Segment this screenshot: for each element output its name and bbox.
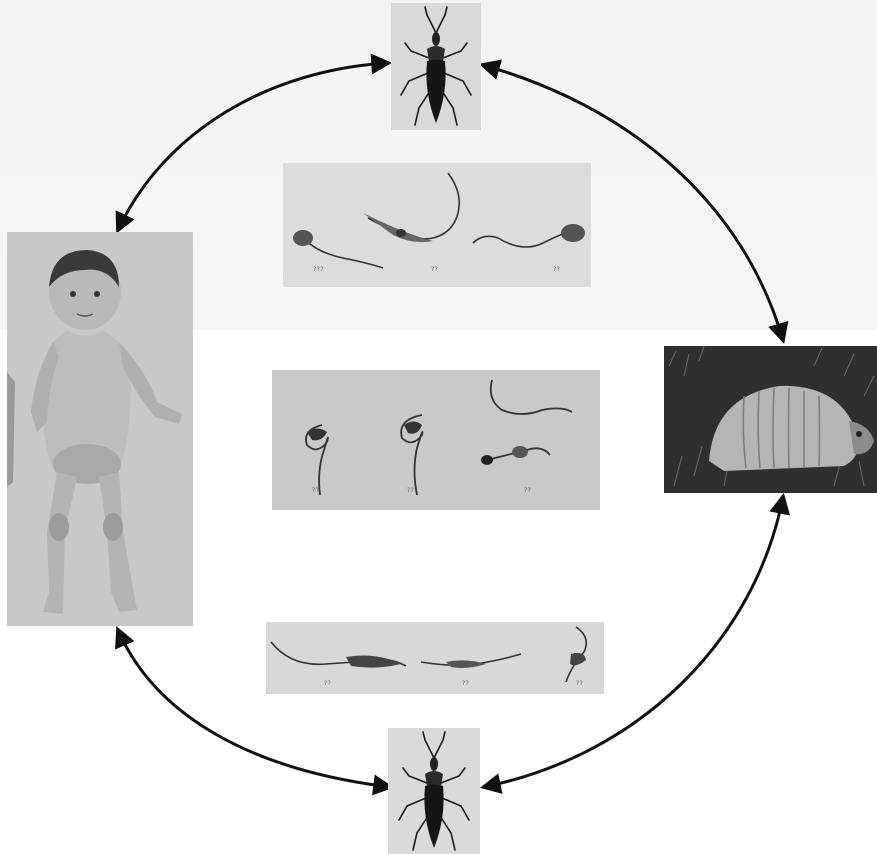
armadillo-photo (664, 346, 877, 493)
figure-label: ?? (407, 487, 414, 494)
trypanosome-panel-2: ?? ?? ?? (272, 370, 600, 510)
bug-icon (391, 3, 481, 130)
figure-label: ?? (462, 680, 469, 687)
figure-label: ?? (312, 487, 319, 494)
figure-label: ?? (431, 266, 438, 273)
child-figure-image (7, 232, 193, 626)
child-patient-photo (7, 232, 193, 626)
armadillo-image (664, 346, 877, 493)
triatomine-bug-top-photo (391, 3, 481, 130)
triatomine-bug-bottom-photo (388, 728, 480, 854)
bug-icon (388, 728, 480, 854)
trypanosome-forms-image-2 (272, 370, 600, 510)
figure-label: ?? (524, 487, 531, 494)
trypanosome-panel-1: ??? ?? ?? (283, 163, 591, 287)
figure-label: ??? (313, 266, 324, 273)
figure-label: ?? (324, 680, 331, 687)
trypanosome-panel-3: ?? ?? ?? (266, 622, 604, 694)
trypanosome-forms-image-3 (266, 622, 604, 694)
figure-label: ?? (576, 680, 583, 687)
figure-label: ?? (553, 266, 560, 273)
